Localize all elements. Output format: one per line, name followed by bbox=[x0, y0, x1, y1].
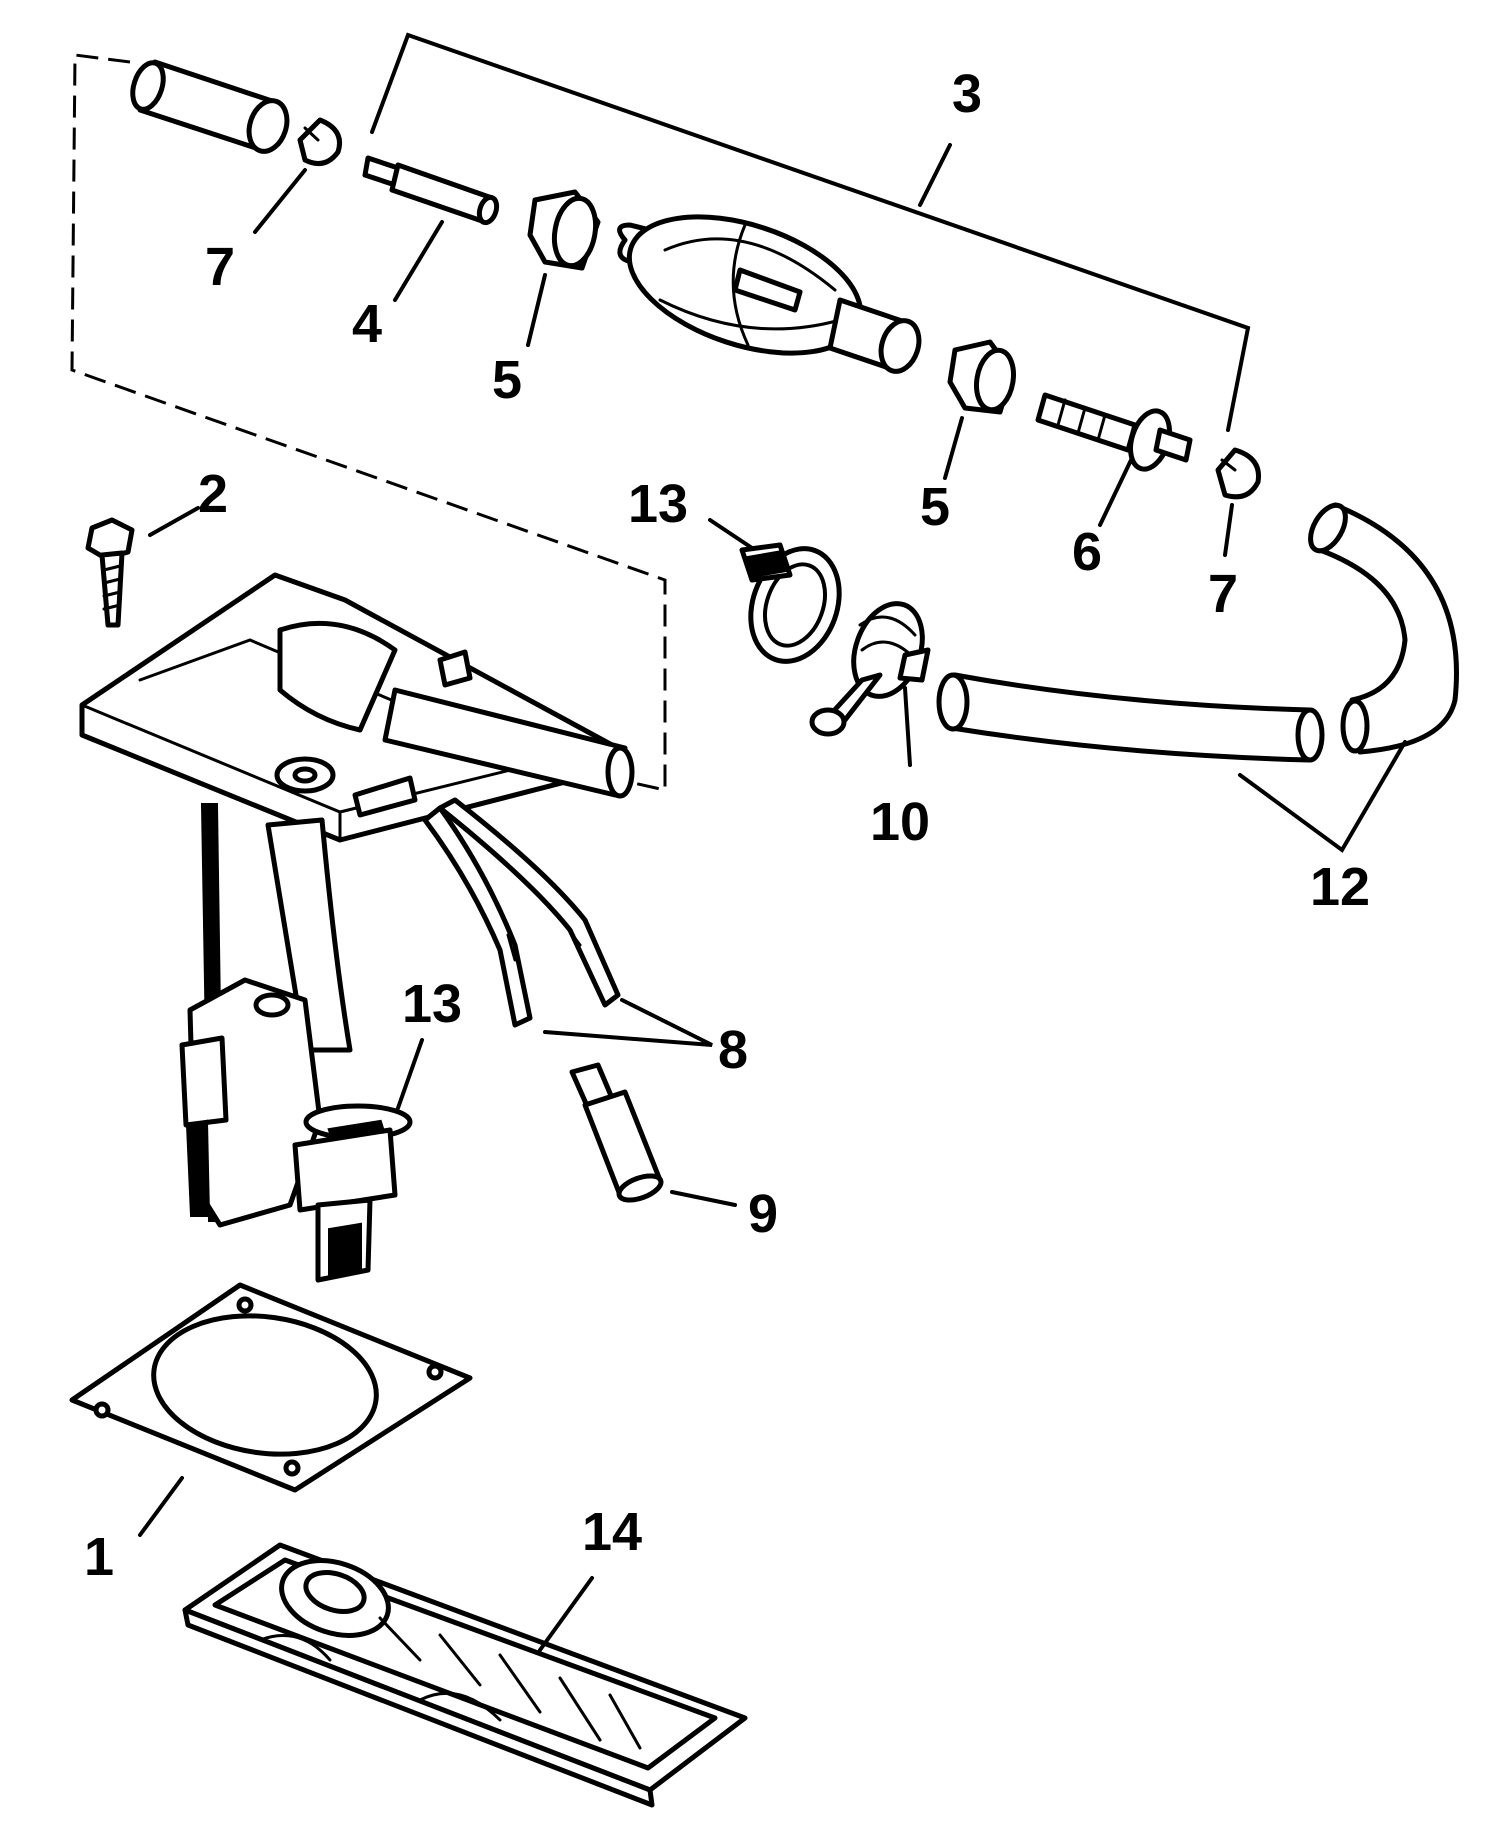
clip-item-7-left bbox=[297, 117, 342, 167]
leader-7-right bbox=[1223, 503, 1234, 557]
hose-segment-top bbox=[130, 59, 290, 154]
callout-14: 14 bbox=[582, 1502, 642, 1562]
callout-13-upper: 13 bbox=[628, 474, 688, 534]
leader-13-lower bbox=[396, 1038, 424, 1110]
wires-item-8 bbox=[422, 797, 621, 1028]
callout-12: 12 bbox=[1310, 857, 1370, 917]
terminal-item-9 bbox=[569, 1062, 664, 1203]
leader-8 bbox=[543, 998, 713, 1047]
callout-4: 4 bbox=[352, 294, 382, 354]
leader-5-lower bbox=[943, 416, 964, 480]
callout-10: 10 bbox=[870, 792, 930, 852]
fitting-item-10 bbox=[809, 601, 931, 737]
callout-5-lower: 5 bbox=[920, 477, 950, 537]
callout-6: 6 bbox=[1072, 522, 1102, 582]
callout-1: 1 bbox=[84, 1527, 114, 1587]
callout-7-right: 7 bbox=[1208, 564, 1238, 624]
leader-3 bbox=[918, 143, 952, 207]
callout-13-lower: 13 bbox=[402, 974, 462, 1034]
callout-9: 9 bbox=[748, 1184, 778, 1244]
fuel-pickup-assembly bbox=[79, 572, 635, 1283]
callout-3: 3 bbox=[952, 64, 982, 124]
clamp-item-13-upper bbox=[739, 542, 842, 664]
fitting-item-6 bbox=[1035, 392, 1193, 472]
bolt-item-2 bbox=[85, 517, 135, 628]
leader-13-upper bbox=[708, 518, 754, 550]
callout-5-upper: 5 bbox=[492, 350, 522, 410]
bracket-item-3 bbox=[370, 32, 1251, 432]
gasket-item-1 bbox=[69, 1282, 473, 1493]
leader-5-upper bbox=[526, 273, 547, 347]
callout-7-left: 7 bbox=[205, 237, 235, 297]
leader-9 bbox=[670, 1190, 737, 1207]
leader-4 bbox=[393, 220, 444, 302]
callout-2: 2 bbox=[198, 464, 228, 524]
leader-14 bbox=[538, 1576, 594, 1652]
leader-1 bbox=[138, 1476, 184, 1537]
leader-6 bbox=[1098, 456, 1134, 527]
clip-item-7-right bbox=[1215, 447, 1262, 500]
leader-10 bbox=[903, 686, 912, 767]
primer-bulb bbox=[617, 214, 922, 374]
leader-12 bbox=[1238, 740, 1407, 853]
hose-item-12 bbox=[936, 502, 1459, 763]
callout-8: 8 bbox=[718, 1020, 748, 1080]
fitting-item-4 bbox=[362, 155, 500, 226]
leader-2 bbox=[148, 506, 200, 537]
nut-item-5-lower bbox=[947, 339, 1016, 415]
assembly-dashed-outline bbox=[70, 53, 667, 792]
leader-7-left bbox=[253, 168, 307, 234]
nut-item-5-upper bbox=[527, 189, 601, 271]
filter-item-14 bbox=[182, 1542, 748, 1808]
